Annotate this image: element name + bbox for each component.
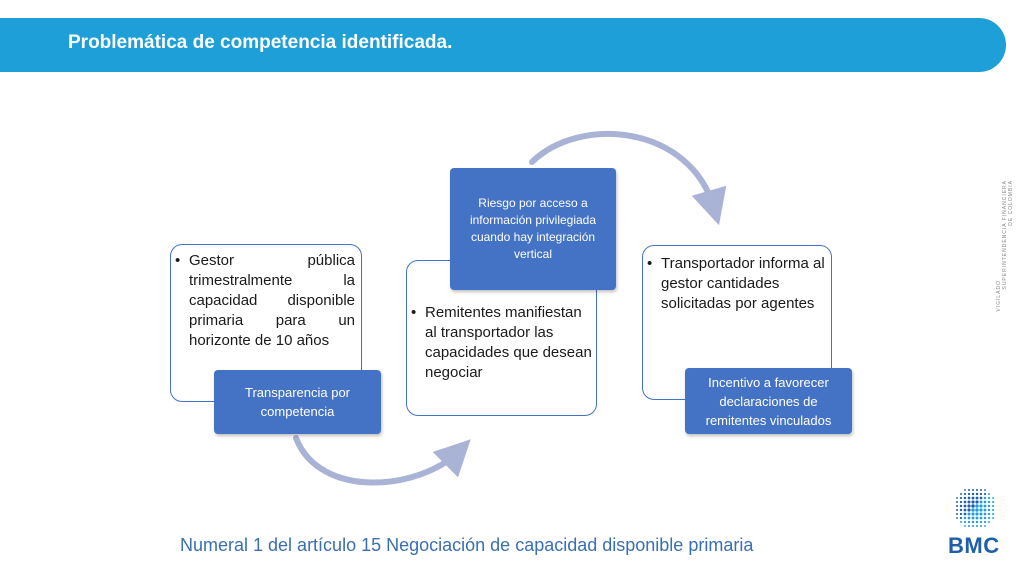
card-2-bullet-text: Remitentes manifiestan al transportador … — [411, 303, 595, 383]
card-1-label: Transparencia por competencia — [214, 370, 381, 434]
card-3-bullet-text: Transportador informa al gestor cantidad… — [647, 254, 829, 314]
footer-caption: Numeral 1 del artículo 15 Negociación de… — [180, 535, 754, 555]
top-curved-arrow — [529, 131, 727, 226]
card-3-label: Incentivo a favorecer declaraciones de r… — [685, 368, 852, 434]
dotted-sphere-icon — [955, 488, 995, 528]
vigilado-watermark: VIGILADO SUPERINTENDENCIA FINANCIERA DE … — [996, 180, 1016, 320]
card-2-label: Riesgo por acceso a información privileg… — [450, 168, 616, 290]
page-title: Problemática de competencia identificada… — [68, 32, 453, 53]
bottom-curved-arrow — [293, 435, 471, 486]
bmc-logo-text: BMC — [948, 533, 1000, 558]
card-1-bullet-text: Gestor pública trimestralmente la capaci… — [175, 251, 355, 351]
header-bar: Problemática de competencia identificada… — [0, 18, 1006, 72]
de-colombia-text: DE COLOMBIA — [1008, 180, 1014, 226]
